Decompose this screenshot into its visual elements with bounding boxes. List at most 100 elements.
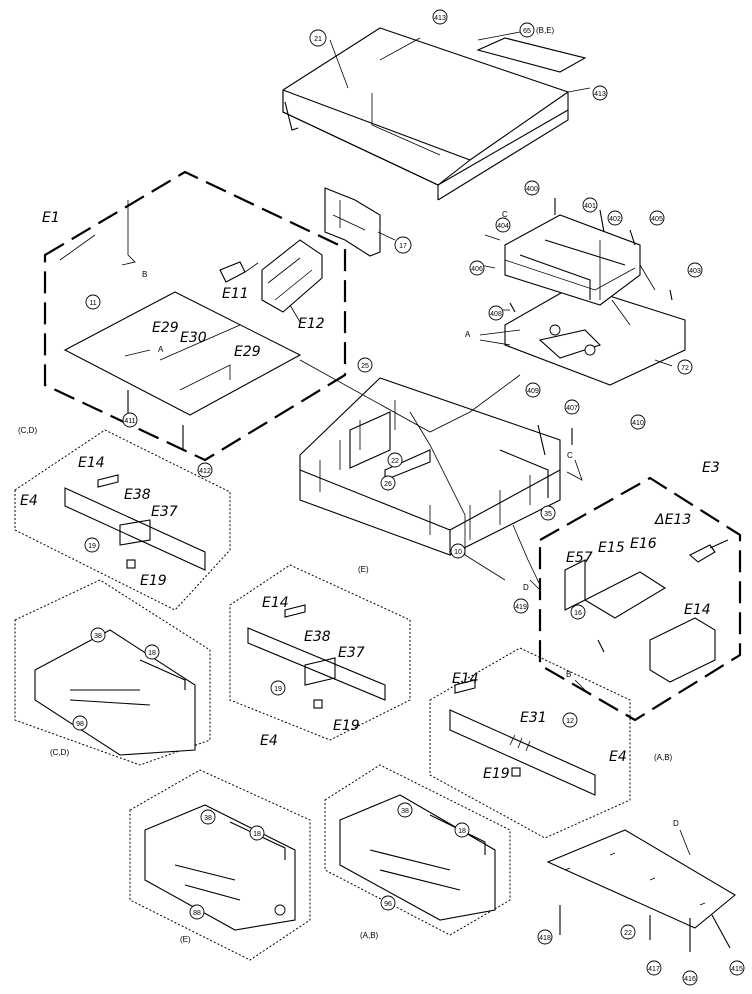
callout-411: 411 (124, 418, 135, 425)
group-front-ab-outline (324, 764, 511, 936)
label-E11: E11 (222, 286, 249, 302)
callout-25-circle (357, 357, 373, 373)
callout-circles (72, 9, 745, 986)
front-panel-98 (34, 629, 196, 756)
callout-21-circle (309, 29, 327, 47)
label-E14a: E14 (78, 455, 105, 471)
callout-17-circle (394, 236, 412, 254)
power-board-E3 (564, 539, 729, 683)
callout-410-circle (630, 414, 646, 430)
letter-A1: A (158, 345, 164, 354)
callout-405: 405 (651, 216, 663, 223)
callout-10-circle (450, 543, 466, 559)
callout-417-circle (646, 960, 662, 976)
callout-401-circle (582, 197, 598, 213)
label-E14d: E14 (452, 671, 479, 687)
callout-98-circle (72, 715, 88, 731)
callout-409: 409 (527, 388, 539, 395)
callout-98: 98 (76, 721, 84, 728)
callout-11: 11 (89, 300, 96, 307)
letter-D2: D (673, 819, 679, 828)
tag-be: (B,E) (536, 26, 555, 35)
callout-96: 96 (384, 901, 392, 908)
tag-e2: (E) (180, 935, 191, 944)
callout-88-circle (189, 904, 205, 920)
front-pcb-E4-e (247, 604, 386, 709)
callout-18b-circle (249, 825, 265, 841)
callout-18c-circle (454, 822, 470, 838)
letter-D1: D (523, 583, 529, 592)
front-pcb-E4-ab (449, 679, 596, 796)
letter-C1: C (502, 210, 508, 219)
callout-413a: 413 (434, 15, 446, 22)
label-E57: E57 (566, 550, 593, 566)
label-E3: E3 (702, 460, 720, 476)
letter-B1: B (142, 270, 147, 279)
callout-12: 12 (566, 718, 574, 725)
label-E19a: E19 (140, 573, 167, 589)
variant-tags: (B,E) (C,D) (C,D) (E) (E) (A,B) (A,B) (18, 26, 673, 944)
callout-402-circle (607, 210, 623, 226)
callout-406: 406 (471, 266, 483, 273)
label-E4a: E4 (20, 493, 38, 509)
callout-408: 408 (490, 311, 502, 318)
callout-404: 404 (497, 223, 509, 230)
label-E31: E31 (520, 710, 547, 726)
tag-ab1: (A,B) (654, 753, 673, 762)
callout-413b: 413 (594, 91, 606, 98)
bottom-plate (546, 829, 736, 929)
callout-96-circle (380, 895, 396, 911)
tag-e1: (E) (358, 565, 369, 574)
label-E15: E15 (598, 540, 625, 556)
label-E19c: E19 (483, 766, 510, 782)
callout-408-circle (488, 305, 504, 321)
callout-16: 16 (574, 610, 582, 617)
tag-ab2: (A,B) (360, 931, 379, 940)
front-pcb-E4-cd (64, 474, 206, 571)
callout-409-circle (525, 382, 541, 398)
callout-38b-circle (200, 809, 216, 825)
callout-26: 26 (384, 481, 392, 488)
callout-401: 401 (584, 203, 596, 210)
callout-22a-circle (387, 452, 403, 468)
callout-26-circle (380, 475, 396, 491)
callout-402: 402 (609, 216, 621, 223)
callout-418: 418 (539, 935, 551, 942)
callout-407-circle (564, 399, 580, 415)
callout-22a: 22 (391, 458, 399, 465)
group-E4-e-outline (229, 564, 411, 741)
callout-22b: 22 (624, 930, 632, 937)
letter-B2: B (566, 670, 571, 679)
callout-18c: 18 (458, 828, 466, 835)
callout-415-circle (729, 960, 745, 976)
callout-38b: 38 (204, 815, 212, 822)
label-E29b: E29 (234, 344, 261, 360)
callout-72: 72 (681, 365, 689, 372)
callout-410: 410 (632, 420, 644, 427)
label-E30: E30 (180, 330, 207, 346)
callout-418-circle (537, 929, 553, 945)
callout-38c: 38 (401, 808, 409, 815)
label-E14b: E14 (262, 595, 289, 611)
bracket-17 (324, 187, 381, 257)
callout-65: 65 (523, 28, 531, 35)
callout-416-circle (682, 970, 698, 986)
callout-403: 403 (689, 268, 701, 275)
label-E1: E1 (42, 210, 60, 226)
group-E3-outline (538, 476, 742, 722)
callout-403-circle (687, 262, 703, 278)
label-E19b: E19 (333, 718, 360, 734)
front-panel-88 (144, 804, 296, 931)
callout-19a: 19 (88, 543, 96, 550)
callout-38a-circle (90, 627, 106, 643)
callout-18b: 18 (253, 831, 261, 838)
callout-numbers: 21 413 65 413 17 400 404 401 402 405 403… (76, 15, 743, 983)
group-E4-cd-outline (14, 429, 231, 611)
callout-405-circle (649, 210, 665, 226)
callout-19b-circle (270, 680, 286, 696)
callout-419: 419 (515, 604, 527, 611)
callout-21: 21 (314, 36, 322, 43)
callout-38a: 38 (94, 633, 102, 640)
letter-C2: C (567, 451, 573, 460)
